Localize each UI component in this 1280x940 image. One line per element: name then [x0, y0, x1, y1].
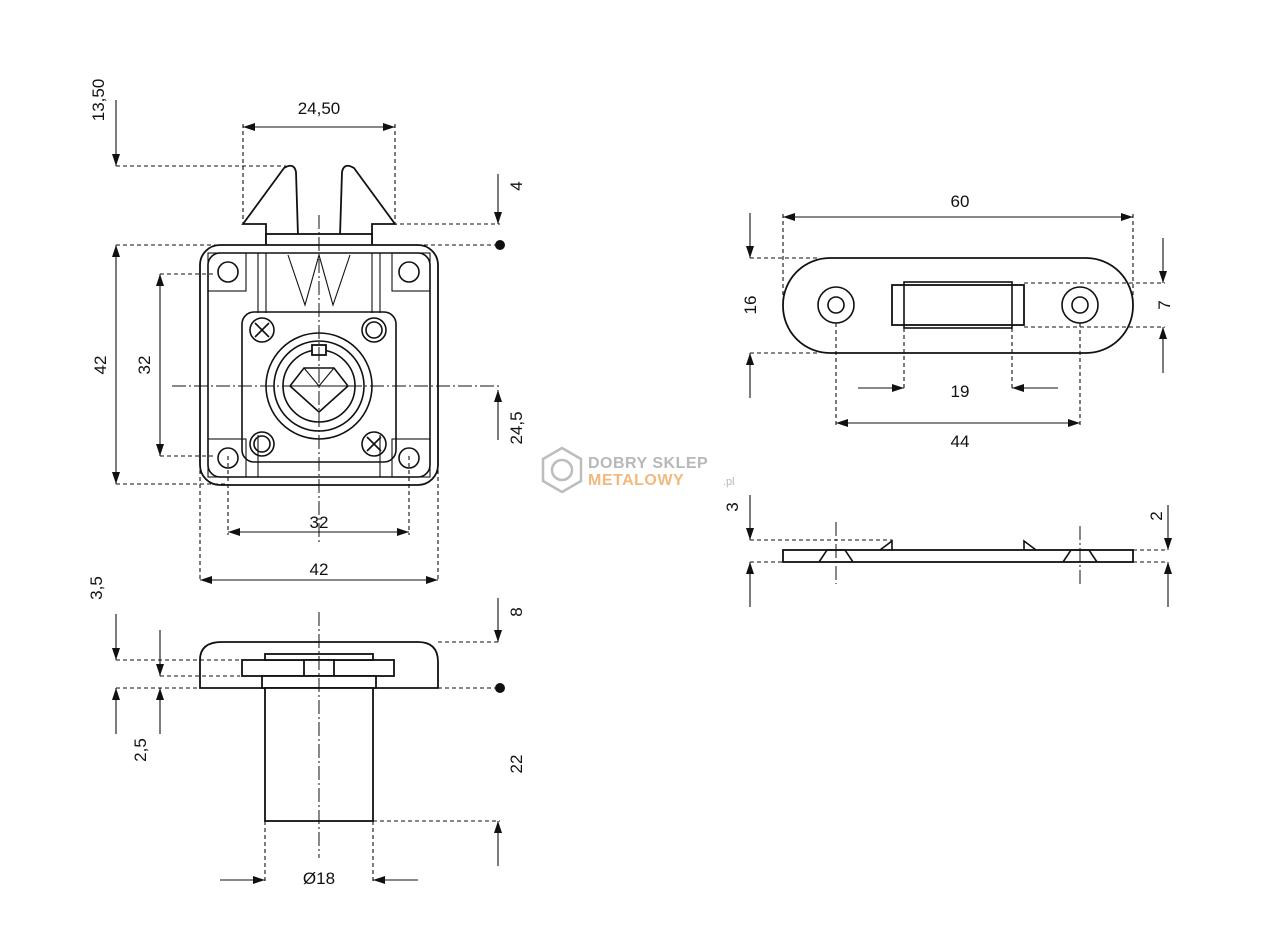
hex-nut-icon: [541, 446, 583, 494]
dim-cylinder-length: 22: [507, 755, 526, 774]
strike-plate-top-view: [782, 257, 1134, 354]
watermark-line2: METALOWY: [588, 472, 684, 489]
dim-head: 8: [507, 607, 526, 616]
key-profile: [288, 367, 350, 414]
dim-hole-spacing-h: 32: [310, 513, 329, 532]
dim-strike-width: 16: [741, 296, 760, 315]
hook-right: [339, 164, 397, 246]
dim-flange: 3,5: [87, 576, 106, 600]
mount-hole: [398, 261, 420, 283]
dim-body-width: 42: [310, 560, 329, 579]
dim-body-height: 42: [91, 356, 110, 375]
dim-strike-hole-spacing: 44: [951, 432, 970, 451]
mount-hole: [217, 261, 239, 283]
hook-left: [241, 164, 299, 246]
screw-icon: [361, 431, 387, 457]
dim-diameter: Ø18: [303, 869, 335, 888]
dim-strike-height: 7: [1155, 300, 1174, 309]
dim-center-offset: 24,5: [507, 411, 526, 444]
dim-hook-depth: 4: [507, 181, 526, 190]
strike-slot: [891, 284, 1025, 326]
dim-step: 2,5: [131, 738, 150, 762]
watermark-logo: DOBRY SKLEP METALOWY .pl: [541, 446, 735, 494]
strike-profile: [782, 549, 1134, 563]
dim-hole-spacing-v: 32: [135, 356, 154, 375]
dim-hook-span: 24,50: [298, 99, 341, 118]
dim-profile-step: 2: [1147, 511, 1166, 520]
mount-hole: [217, 447, 239, 469]
mount-hole: [398, 447, 420, 469]
strike-plate-profile-view: [782, 539, 1134, 563]
dim-strike-length: 60: [951, 192, 970, 211]
watermark-suffix: .pl: [723, 476, 735, 488]
watermark-line1: DOBRY SKLEP: [588, 455, 708, 472]
screw-icon: [249, 317, 275, 343]
dim-top-height: 13,50: [89, 79, 108, 122]
dim-strike-slot: 19: [951, 382, 970, 401]
dim-profile-thickness: 3: [723, 502, 742, 511]
